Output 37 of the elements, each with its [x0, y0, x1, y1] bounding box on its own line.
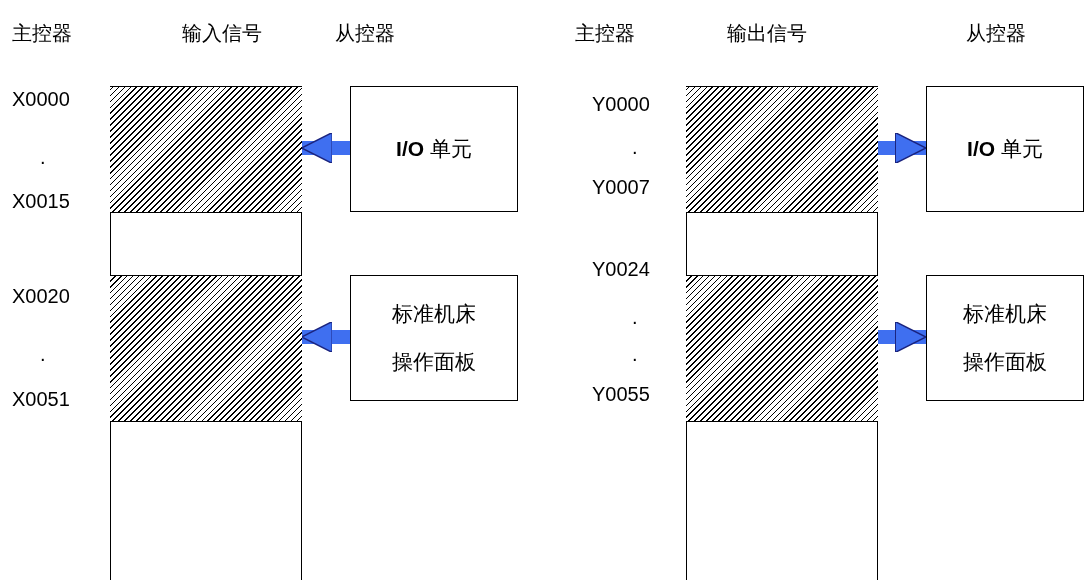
hatched-address-band: [109, 85, 302, 213]
address-label: Y0055: [592, 383, 650, 406]
address-label: Y0024: [592, 258, 650, 281]
module-label: I/O 单元: [395, 136, 473, 162]
hatched-address-band: [685, 274, 878, 422]
address-label: X0020: [12, 285, 70, 308]
address-label: .: [40, 343, 46, 366]
address-label: X0015: [12, 190, 70, 213]
address-label: .: [40, 146, 46, 169]
column-heading: 从控器: [966, 21, 1026, 46]
address-label: Y0007: [592, 176, 650, 199]
block-arrow: [877, 320, 927, 354]
module-label: 标准机床操作面板: [962, 301, 1048, 375]
address-label: .: [632, 343, 638, 366]
address-label: X0051: [12, 388, 70, 411]
column-heading: 主控器: [12, 21, 72, 46]
column-heading: 输入信号: [182, 21, 262, 46]
module-label: 标准机床操作面板: [391, 301, 477, 375]
signal-column: [686, 86, 878, 580]
block-arrow: [300, 131, 350, 165]
column-heading: 输出信号: [727, 21, 807, 46]
hatched-address-band: [685, 85, 878, 213]
module-box: [350, 86, 518, 212]
address-label: .: [632, 136, 638, 159]
column-heading: 从控器: [335, 21, 395, 46]
hatched-address-band: [109, 274, 302, 422]
block-arrow: [877, 131, 927, 165]
module-box: [926, 275, 1084, 401]
module-box: [350, 275, 518, 401]
block-arrow: [300, 320, 350, 354]
address-label: Y0000: [592, 93, 650, 116]
column-heading: 主控器: [575, 21, 635, 46]
signal-column: [110, 86, 302, 580]
address-label: X0000: [12, 88, 70, 111]
address-label: .: [632, 306, 638, 329]
module-label: I/O 单元: [966, 136, 1044, 162]
module-box: [926, 86, 1084, 212]
